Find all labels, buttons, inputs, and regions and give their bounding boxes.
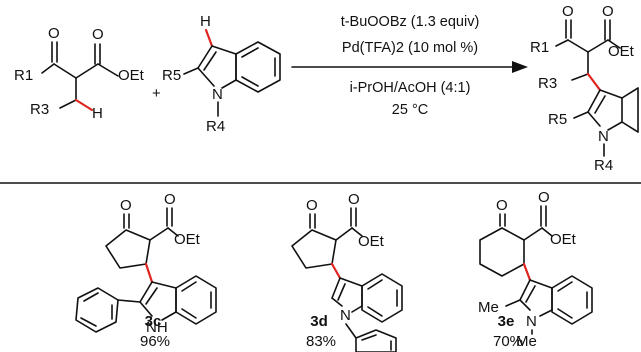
- atom-r3: R3: [30, 101, 49, 118]
- atom-r4-product: R4: [594, 157, 613, 174]
- atom-oet-3c: OEt: [174, 231, 201, 248]
- conditions-catalyst: Pd(TFA)2 (10 mol %): [342, 40, 478, 56]
- atom-h-sp3: H: [92, 105, 103, 122]
- atom-o-ester-product: O: [602, 3, 614, 20]
- atom-oet-3d: OEt: [358, 233, 385, 250]
- atom-oet: OEt: [118, 67, 145, 84]
- conditions-solvent: i-PrOH/AcOH (4:1): [350, 80, 471, 96]
- yield-3d: 83%: [306, 333, 336, 350]
- atom-o-ketone-3c: O: [120, 197, 132, 214]
- atom-r4: R4: [206, 118, 225, 135]
- plus-sign: +: [152, 85, 161, 102]
- compound-label-3c: 3c: [145, 313, 162, 330]
- atom-oet-3e: OEt: [550, 231, 577, 248]
- atom-o-ester: O: [92, 26, 104, 43]
- product-3d: O O OEt N: [291, 191, 403, 352]
- reactant-indole: H N R4 R5: [162, 13, 281, 135]
- atom-n-indole: N: [212, 86, 223, 103]
- atom-o-ester-3c: O: [164, 191, 176, 208]
- reactant-ketoester: O R1 O OEt R3 H: [14, 25, 145, 122]
- reaction-arrow: [291, 61, 528, 73]
- atom-me-c-3e: Me: [478, 299, 499, 316]
- atom-o-ketone-3d: O: [306, 197, 318, 214]
- atom-r1: R1: [14, 67, 33, 84]
- atom-n-3e: N: [526, 313, 537, 330]
- product-general: O R1 O OEt R3 N R4 R5: [530, 3, 639, 174]
- atom-r3-product: R3: [538, 75, 557, 92]
- conditions-temperature: 25 °C: [392, 102, 428, 118]
- atom-o-ester-3d: O: [348, 191, 360, 208]
- atom-o-ketone-product: O: [562, 3, 574, 20]
- product-3e: O O OEt N Me Me: [478, 189, 593, 350]
- compound-label-3e: 3e: [498, 313, 515, 330]
- atom-o-ketone: O: [48, 25, 60, 42]
- atom-me-n-3e: Me: [516, 333, 537, 350]
- product-3c: O O OEt NH: [75, 191, 217, 336]
- atom-o-ketone-3e: O: [496, 197, 508, 214]
- compound-label-3d: 3d: [310, 313, 328, 330]
- atom-oet-product: OEt: [608, 43, 635, 60]
- atom-n-product: N: [598, 128, 609, 145]
- atom-r5: R5: [162, 67, 181, 84]
- atom-o-ester-3e: O: [538, 189, 550, 206]
- atom-n-3d: N: [340, 307, 351, 324]
- yield-3e: 70%: [493, 333, 523, 350]
- yield-3c: 96%: [140, 333, 170, 350]
- atom-nh-3c: NH: [146, 319, 168, 336]
- conditions-oxidant: t-BuOOBz (1.3 equiv): [341, 14, 480, 30]
- atom-r5-product: R5: [548, 111, 567, 128]
- atom-r1-product: R1: [530, 39, 549, 56]
- atom-h-indole: H: [200, 13, 211, 30]
